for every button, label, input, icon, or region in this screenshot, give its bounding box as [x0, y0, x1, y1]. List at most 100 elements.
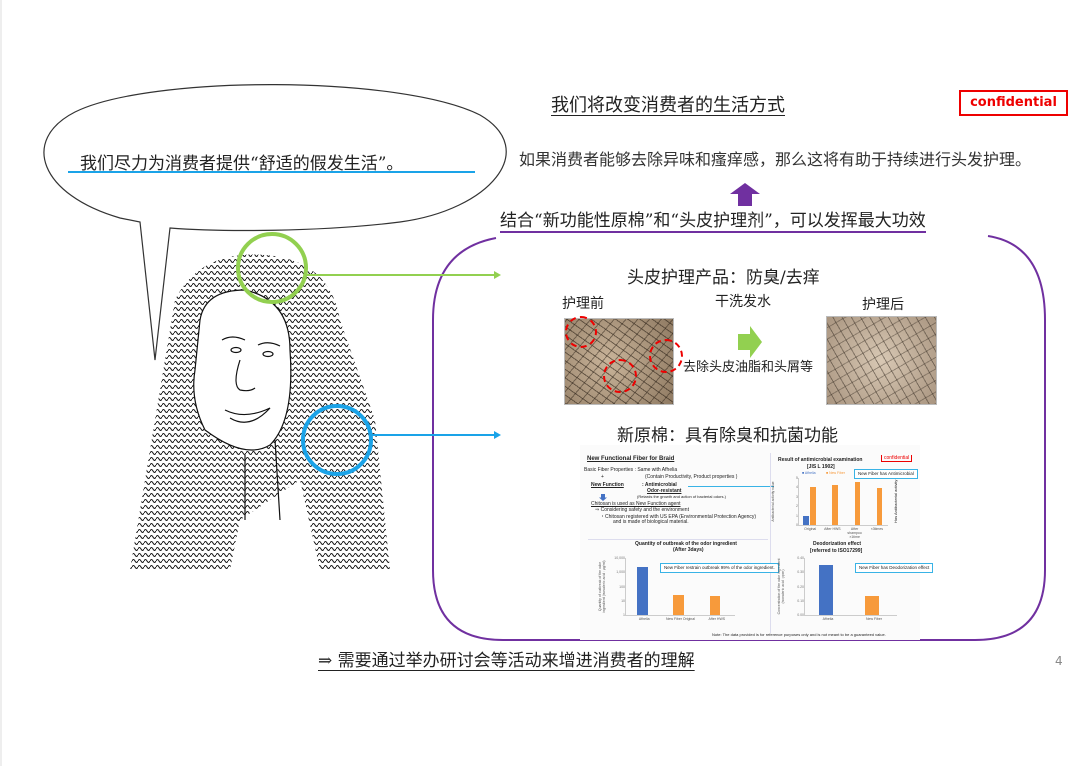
registered-text: ・Chitosan registered with US EPA (Enviro… — [600, 514, 757, 520]
chart1-annotation: New Fiber has Antimicrobial — [854, 469, 918, 479]
contain-text: (Contain Productivity, Product propertie… — [645, 474, 738, 480]
retards-text: (Retards the growth and action of bacter… — [637, 494, 726, 499]
page-number: 4 — [1055, 654, 1063, 668]
y-tick-label: 0.10 — [797, 598, 804, 603]
y-tick-label: 2 — [796, 504, 798, 509]
chart1-subtitle: [JIS L 1902] — [807, 464, 835, 470]
y-tick-label: 100 — [619, 584, 625, 589]
bar-new-fiber — [854, 481, 861, 525]
biological-text: and is made of biological material. — [613, 519, 689, 525]
y-tick-label: 0.00 — [797, 613, 804, 617]
y-tick-label: 0.20 — [797, 584, 804, 589]
scalp-after-photo — [826, 316, 937, 405]
speech-bubble-text: 我们尽力为消费者提供“舒适的假发生活”。 — [80, 154, 404, 174]
new-fiber-figure: New Functional Fiber for Braid confident… — [580, 445, 934, 640]
deodorization-chart: Concentration of the odor ingredient (is… — [777, 556, 897, 621]
y-tick-label: 0 — [796, 523, 798, 527]
y-tick-label: 4 — [796, 485, 798, 490]
speech-bubble — [43, 84, 507, 361]
hair-top-highlight-circle — [236, 232, 308, 304]
woman-sketch-illustration — [130, 254, 390, 570]
odor-outbreak-chart: Quantity of outbreak of the odor ingredi… — [598, 556, 735, 621]
problem-circle — [649, 339, 683, 373]
chart2-subtitle: (After 3days) — [673, 547, 704, 553]
combine-statement: 结合“新功能性原棉”和“头皮护理剂”，可以发挥最大功效 — [500, 209, 980, 233]
x-tick-label: New Fiber Original — [666, 617, 695, 621]
y-axis-label: Concentration of the odor ingredient (is… — [777, 558, 785, 615]
y-axis-label: Quantity of outbreak of the odor ingredi… — [598, 560, 606, 613]
chart1-side-label: Has Antibacterial activity — [893, 479, 898, 523]
chart1-title: Result of antimicrobial examination — [778, 457, 863, 463]
bar-afhelia — [803, 515, 809, 525]
purple-frame — [432, 235, 1046, 641]
down-arrow-icon — [599, 494, 607, 501]
y-tick-label: 1,000 — [616, 570, 625, 575]
y-tick-label: 10 — [621, 598, 625, 603]
up-arrow-icon — [730, 183, 760, 206]
chart2-annotation: New Fiber restrain outbreak 99% of the o… — [660, 563, 779, 573]
y-tick-label: 10,000 — [614, 556, 625, 560]
x-tick-label: Afhelia — [822, 617, 834, 621]
plus-sign: + — [601, 474, 604, 480]
conclusion-text: ⇒ 需要通过举办研讨会等活动来增进消费者的理解 — [318, 651, 695, 671]
x-tick-label: ×3times — [870, 527, 884, 531]
bar-new-fiber — [876, 488, 883, 525]
y-tick-label: 1 — [796, 513, 798, 518]
x-tick-label: Original — [804, 527, 817, 531]
problem-circle — [565, 316, 597, 348]
blue-arrowhead-icon — [494, 431, 501, 439]
green-arrowhead-icon — [494, 271, 501, 279]
connector-line — [688, 486, 774, 487]
bar-new-fiber — [864, 596, 879, 615]
page-title: 我们将改变消费者的生活方式 — [551, 95, 785, 116]
bar-after-hws — [709, 596, 721, 615]
legend-item: ■ New Fiber — [826, 471, 846, 475]
dry-shampoo-label: 干洗发水 — [715, 294, 771, 310]
y-tick-label: 5 — [796, 476, 798, 480]
figure-title: New Functional Fiber for Braid — [587, 456, 675, 462]
chart3-title: Deodorization effect — [813, 541, 862, 547]
basic-properties: Basic Fiber Properties : Same with Afhel… — [584, 467, 678, 473]
bar-new-fiber — [832, 484, 838, 525]
y-tick-label: 1 — [623, 613, 625, 617]
figure-confidential: confidential — [881, 455, 913, 462]
new-function-label: New Function — [591, 482, 624, 488]
scalp-care-heading: 头皮护理产品：防臭/去痒 — [627, 268, 820, 288]
bar-new-fiber-original — [673, 595, 685, 615]
x-tick-label: After HWS — [708, 617, 726, 621]
considering-text: ⇒ Considering safety and the environment — [595, 507, 689, 513]
bar-afhelia — [818, 565, 833, 615]
divider — [588, 539, 768, 540]
chitosan-text: Chitosan is used as New Function agent — [591, 501, 681, 507]
right-arrow-icon — [738, 326, 762, 358]
bar-afhelia — [636, 566, 648, 615]
scalp-before-photo — [564, 316, 683, 405]
problem-circle — [603, 359, 637, 393]
chart3-subtitle: [referred to ISO17299] — [810, 548, 863, 554]
legend-item: ■ Afhelia — [802, 471, 816, 475]
x-tick-label: New Fiber — [866, 617, 882, 621]
chart2-title: Quantity of outbreak of the odor ingredi… — [635, 541, 737, 547]
y-tick-label: 0.30 — [797, 570, 804, 575]
braid-highlight-circle — [301, 404, 373, 476]
x-tick-label: Afhelia — [638, 617, 650, 621]
antimicrobial-label: : Antimicrobial — [642, 482, 677, 488]
chart3-annotation: New Fiber has Deodorization effect — [855, 563, 934, 573]
x-tick-label: After HWS — [824, 527, 841, 531]
figure-note: Note: The data provided is for reference… — [712, 632, 886, 637]
removal-effect-text: 去除头皮油脂和头屑等 — [683, 360, 814, 375]
y-tick-label: 0.40 — [797, 556, 804, 560]
x-tick-label: After shampoo ×1time — [847, 527, 862, 539]
divider — [770, 453, 771, 633]
combine-statement-text: 结合“新功能性原棉”和“头皮护理剂”，可以发挥最大功效 — [500, 211, 926, 233]
bar-new-fiber — [810, 487, 816, 525]
before-label: 护理前 — [562, 296, 604, 312]
odor-resistant-label: Odor-resistant — [647, 488, 682, 494]
y-tick-label: 3 — [796, 494, 798, 499]
effect-statement: 如果消费者能够去除异味和瘙痒感，那么这将有助于持续进行头发护理。 — [519, 150, 1032, 169]
new-fiber-heading: 新原棉：具有除臭和抗菌功能 — [617, 426, 838, 446]
confidential-badge: confidential — [959, 90, 1068, 116]
y-axis-label: Antibacterial activity value — [771, 481, 775, 522]
